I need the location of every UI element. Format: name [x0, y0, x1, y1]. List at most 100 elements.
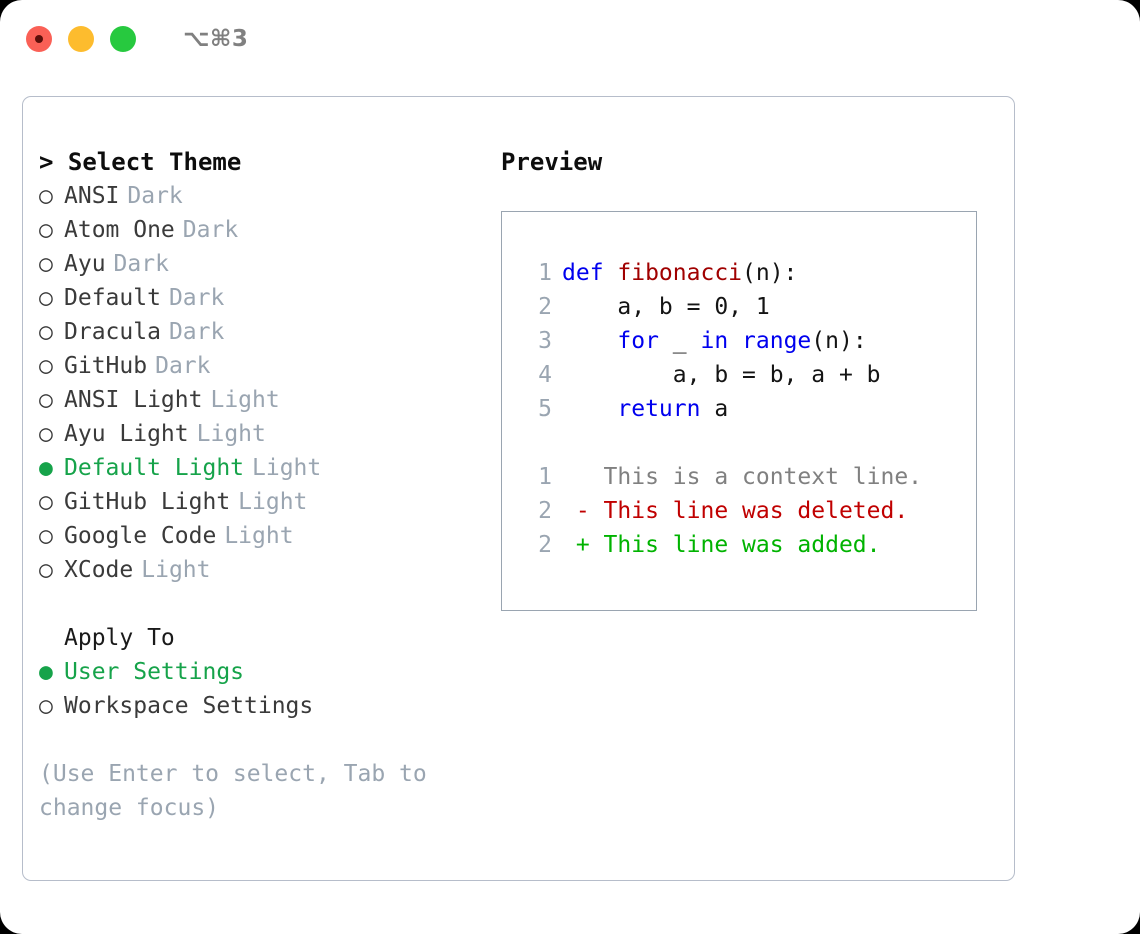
theme-option-tag: Light — [196, 421, 266, 447]
radio-unselected-icon: ○ — [39, 421, 53, 447]
token-pl — [562, 396, 617, 422]
apply-to-option-list: ● User Settings ○Workspace Settings — [39, 655, 501, 723]
theme-option-xcode[interactable]: ○ XCode Light — [39, 553, 501, 587]
line-number: 2 — [538, 498, 552, 524]
apply-to-option-workspace-settings[interactable]: ○Workspace Settings — [39, 689, 501, 723]
radio-unselected-icon: ○ — [39, 489, 53, 515]
theme-option-label: ANSI Light — [64, 387, 203, 413]
minimize-button-icon[interactable] — [68, 26, 94, 52]
preview-header: Preview — [501, 148, 603, 176]
token-kw: def — [562, 260, 618, 286]
token-kw: in — [700, 328, 729, 354]
theme-option-label: Ayu Light — [64, 421, 189, 447]
theme-option-ayu-light[interactable]: ○ Ayu Light Light — [39, 417, 501, 451]
line-content: return a — [562, 392, 728, 426]
keyboard-shortcut-label: ⌥⌘3 — [183, 26, 249, 52]
radio-unselected-icon: ○ — [39, 319, 53, 345]
code-line-row: 2 a, b = 0, 1 — [520, 290, 976, 324]
theme-option-tag: Dark — [168, 319, 225, 345]
theme-option-label: GitHub Light — [64, 489, 231, 515]
code-line-row: 4 a, b = b, a + b — [520, 358, 976, 392]
theme-option-tag: Dark — [127, 183, 183, 209]
token-pl: a, b = b, a + b — [562, 362, 881, 388]
token-pl: a, b = 0, 1 — [562, 294, 770, 320]
radio-selected-icon: ● — [39, 659, 53, 685]
code-line-row: 1 def fibonacci(n): — [520, 256, 976, 290]
theme-option-label: Dracula — [64, 319, 161, 345]
radio-selected-icon: ● — [39, 455, 53, 481]
radio-unselected-icon: ○ — [39, 557, 53, 583]
line-content: a, b = b, a + b — [562, 358, 881, 392]
token-fn: fibonacci — [617, 260, 743, 286]
token-pl — [728, 328, 742, 354]
theme-option-label: Ayu — [64, 251, 106, 277]
radio-unselected-icon: ○ — [39, 353, 53, 379]
theme-option-tag: Dark — [168, 285, 225, 311]
radio-unselected-icon: ○ — [39, 285, 53, 311]
theme-option-label: Default — [64, 285, 161, 311]
theme-option-label: XCode — [64, 557, 134, 583]
diff-line-row: 2 + This line was added. — [520, 528, 976, 562]
line-content: a, b = 0, 1 — [562, 290, 770, 324]
line-number: 3 — [538, 328, 552, 354]
line-content: for _ in range(n): — [562, 324, 867, 358]
apply-to-option-user-settings[interactable]: ● User Settings — [39, 655, 501, 689]
code-line-row: 5 return a — [520, 392, 976, 426]
line-number: 2 — [538, 532, 552, 558]
apply-to-option-label: User Settings — [64, 659, 245, 685]
token-pl: a — [700, 396, 729, 422]
window-controls — [26, 26, 136, 52]
token-add: + This line was added. — [562, 532, 881, 558]
theme-option-default[interactable]: ○ Default Dark — [39, 281, 501, 315]
close-button-icon[interactable] — [26, 26, 52, 52]
keyboard-hint-text: (Use Enter to select, Tab to change focu… — [39, 761, 441, 821]
code-line-row: 3 for _ in range(n): — [520, 324, 976, 358]
token-ctx: This is a context line. — [562, 464, 923, 490]
theme-option-default-light[interactable]: ● Default Light Light — [39, 451, 501, 485]
theme-option-label: Atom One — [64, 217, 175, 243]
token-pl: _ — [658, 328, 701, 354]
theme-option-tag: Light — [238, 489, 308, 515]
theme-option-label: ANSI — [64, 183, 120, 209]
theme-option-tag: Dark — [113, 251, 169, 277]
radio-unselected-icon: ○ — [39, 523, 53, 549]
diff-line-row: 2 - This line was deleted. — [520, 494, 976, 528]
radio-unselected-icon: ○ — [39, 387, 53, 413]
theme-option-dracula[interactable]: ○ Dracula Dark — [39, 315, 501, 349]
line-number: 4 — [538, 362, 552, 388]
theme-option-tag: Light — [252, 455, 322, 481]
token-pl — [562, 328, 617, 354]
token-kw: for — [617, 328, 659, 354]
token-pl: (n): — [811, 328, 867, 354]
line-number: 5 — [538, 396, 552, 422]
theme-option-tag: Light — [141, 557, 211, 583]
token-kw: range — [742, 328, 812, 354]
token-del: - This line was deleted. — [562, 498, 909, 524]
theme-option-github-light[interactable]: ○ GitHub Light Light — [39, 485, 501, 519]
theme-option-ansi[interactable]: ○ ANSI Dark — [39, 179, 501, 213]
select-theme-header: > Select Theme — [39, 148, 242, 176]
line-content: + This line was added. — [562, 528, 881, 562]
line-content: This is a context line. — [562, 460, 923, 494]
theme-option-label: Default Light — [64, 455, 245, 481]
maximize-button-icon[interactable] — [110, 26, 136, 52]
line-content: def fibonacci(n): — [562, 256, 797, 290]
diff-line-row: 1 This is a context line. — [520, 460, 976, 494]
section-spacer — [39, 587, 501, 621]
radio-unselected-icon: ○ — [39, 183, 53, 209]
apply-to-title: Apply To — [64, 625, 175, 651]
line-number: 2 — [538, 294, 552, 320]
theme-option-label: Google Code — [64, 523, 217, 549]
line-number: 1 — [538, 260, 552, 286]
